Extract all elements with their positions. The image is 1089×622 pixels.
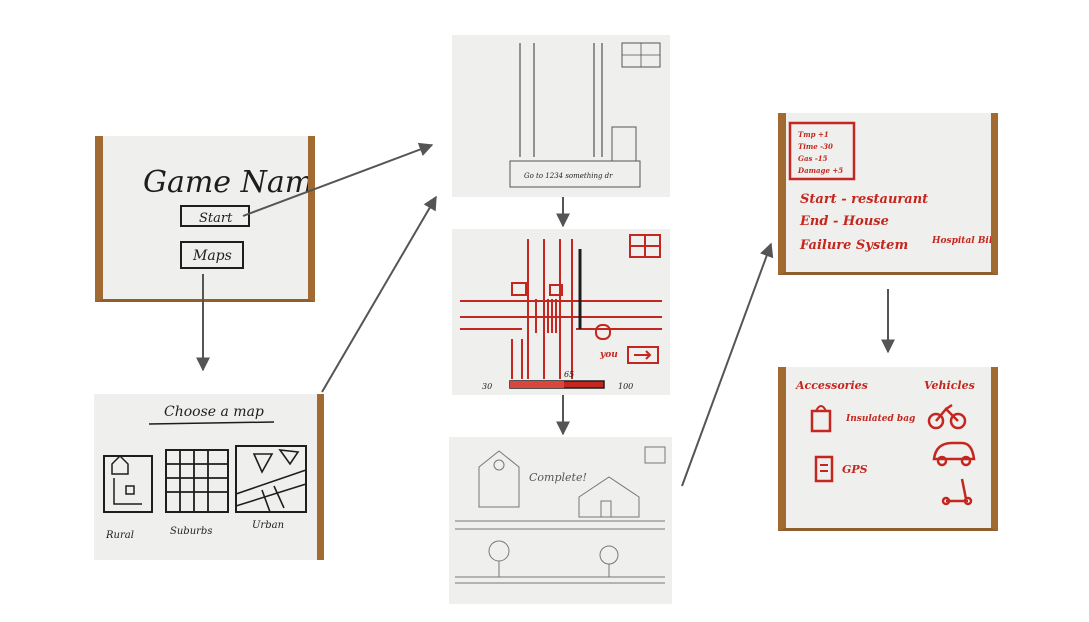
map-thumbnail-rural[interactable] [103,454,153,513]
title-screen-sketch: Game Name Start Maps [95,136,315,302]
arrow-choose-to-instructions [321,195,437,393]
insulated-bag-label: Insulated bag [845,414,915,424]
hospital-bill-text: Hospital Bill [931,236,991,246]
map-thumbnail-suburbs[interactable] [165,449,229,513]
instruction-text: Go to 1234 something dr [524,172,613,180]
arrow-complete-to-system [681,242,774,487]
gps-label: GPS [842,463,868,476]
stat-line-2: Time -30 [798,142,833,151]
stat-line-3: Gas -15 [798,154,828,163]
bicycle-icon[interactable] [927,403,967,430]
gps-icon [814,455,834,483]
stat-line-4: Damage +5 [797,166,843,175]
maps-label: Maps [192,248,232,264]
accessories-heading: Accessories [795,379,868,392]
complete-svg: Complete! [455,446,666,584]
title-screen-svg: Game Name Start Maps [143,165,308,269]
game-name-title: Game Name [143,165,308,200]
arrow-start-to-instructions [242,142,434,217]
system-svg: Tmp +1 Time -30 Gas -15 Damage +5 Start … [788,121,991,253]
vehicles-heading: Vehicles [924,379,975,392]
map-label-suburbs: Suburbs [170,526,212,537]
failure-system-text: Failure System [799,238,908,253]
stats-box [788,121,856,181]
instructions-sketch: Go to 1234 something dr [452,35,670,197]
speed-min: 30 [482,382,492,391]
gameplay-sketch: you 30 65 100 [452,229,670,395]
map-label-rural: Rural [105,530,134,541]
maps-button-sketch[interactable] [180,241,244,269]
system-sketch: Tmp +1 Time -30 Gas -15 Damage +5 Start … [778,113,998,275]
speed-max: 100 [618,382,633,391]
choose-map-svg: Choose a map Rural Suburbs Urban [103,404,307,541]
arrow-button-sketch [627,346,659,364]
scooter-icon[interactable] [941,478,973,506]
complete-message: Complete! [529,471,587,484]
start-restaurant-text: Start - restaurant [800,192,928,207]
instructions-svg: Go to 1234 something dr [509,42,661,188]
speed-current: 65 [564,370,574,379]
start-label: Start [199,211,233,226]
shop-sketch: Accessories Vehicles Insulated bag GPS [778,367,998,531]
bag-icon [810,409,832,433]
start-button-sketch[interactable] [180,205,250,227]
player-label: you [599,350,618,360]
shop-svg: Accessories Vehicles Insulated bag GPS [795,379,976,506]
end-house-text: End - House [799,214,889,229]
stat-line-1: Tmp +1 [798,130,829,139]
car-icon[interactable] [932,441,976,467]
instruction-box [509,160,641,188]
choose-map-sketch: Choose a map Rural Suburbs Urban [94,394,324,560]
complete-sketch: Complete! [449,437,672,604]
choose-map-heading: Choose a map [164,404,264,420]
map-thumbnail-urban[interactable] [235,445,307,513]
gps-item[interactable]: GPS [814,455,868,483]
gameplay-svg: you 30 65 100 [460,234,662,391]
map-label-urban: Urban [252,520,284,531]
insulated-bag-item[interactable]: Insulated bag [810,405,915,433]
